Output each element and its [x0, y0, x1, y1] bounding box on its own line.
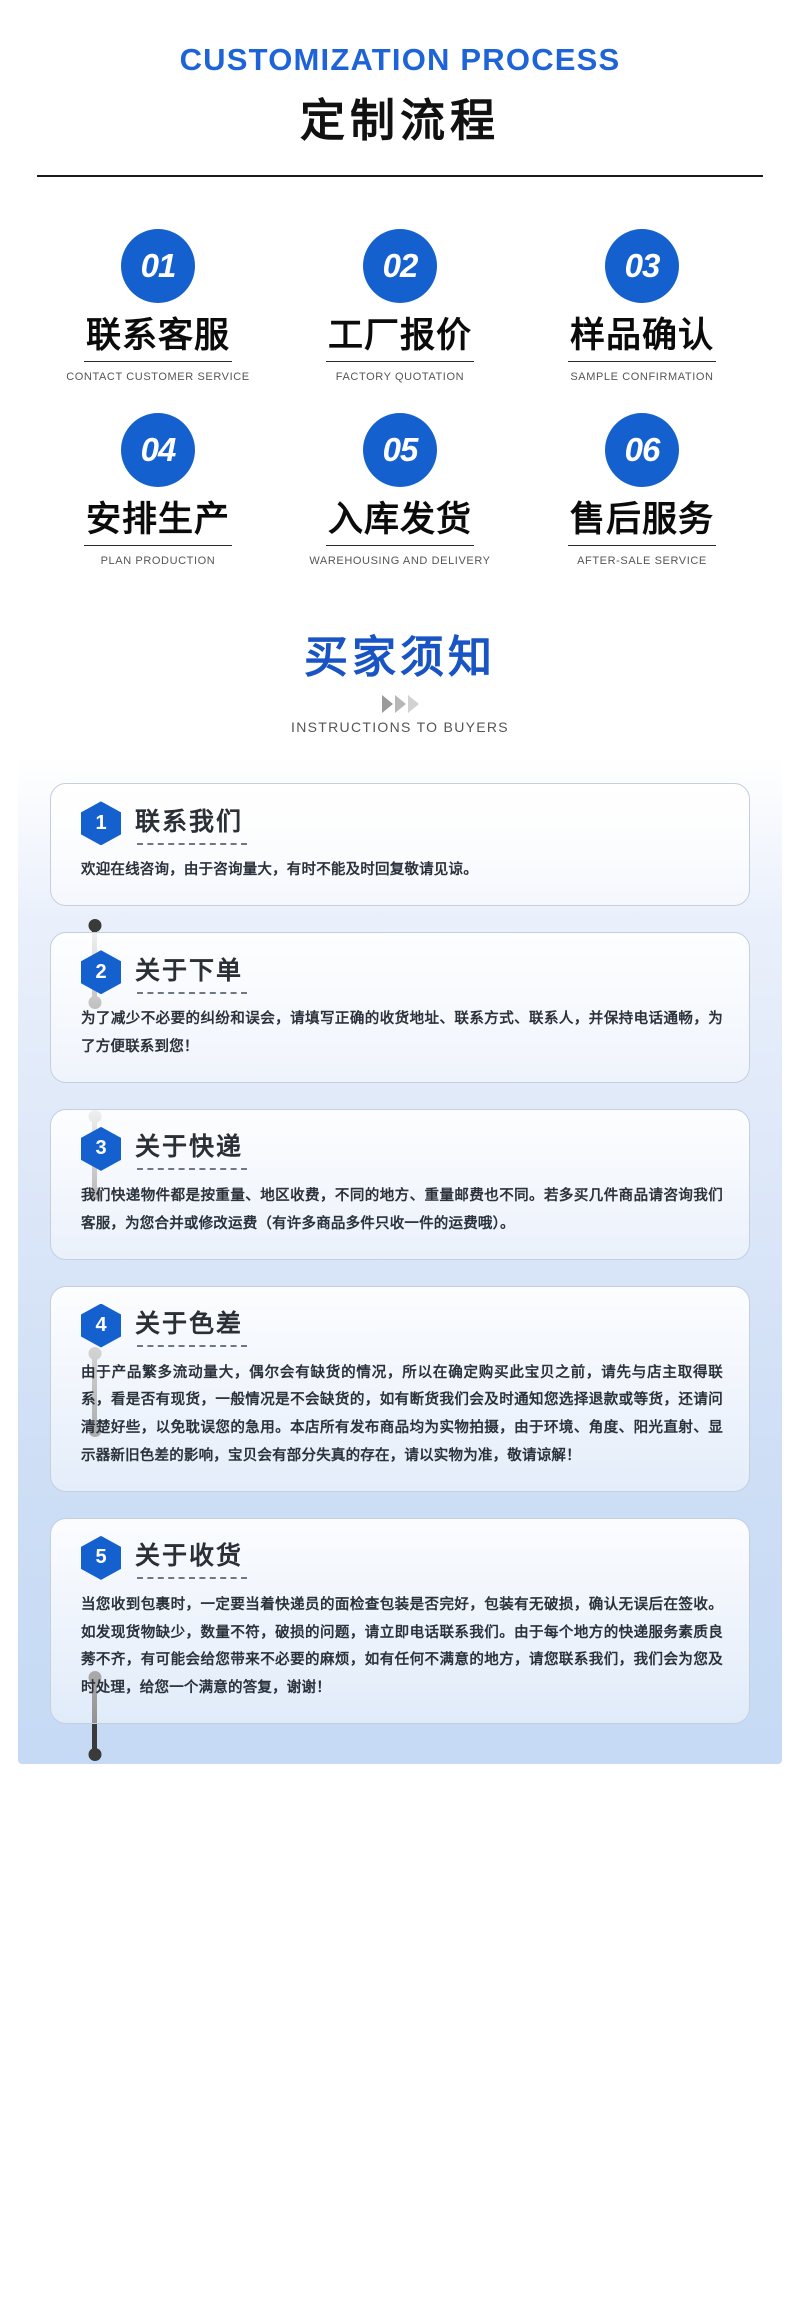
card-title: 关于收货 [135, 1536, 248, 1580]
hexagon-number-icon: 5 [81, 1535, 121, 1580]
step-number-badge: 03 [604, 229, 679, 303]
step-title-cn: 联系客服 [83, 316, 232, 363]
instruction-card-list: 1 联系我们 欢迎在线咨询，由于咨询量大，有时不能及时回复敬请见谅。 2 关于下… [50, 783, 750, 1762]
step-title-en: AFTER-SALE SERVICE [577, 555, 707, 568]
step-title-en: PLAN PRODUCTION [100, 555, 216, 568]
process-step: 03 样品确认 SAMPLE CONFIRMATION [521, 207, 763, 383]
chevron-right-triple-icon [0, 695, 800, 714]
hexagon-number-icon: 1 [81, 801, 121, 846]
step-title-cn: 安排生产 [83, 501, 232, 547]
process-steps-grid: 01 联系客服 CONTACT CUSTOMER SERVICE 02 工厂报价… [37, 177, 763, 575]
instruction-card: 5 关于收货 当您收到包裹时，一定要当着快递员的面检查包装是否完好，包装有无破损… [50, 1517, 750, 1725]
buyers-section-header: 买家须知 INSTRUCTIONS TO BUYERS [0, 621, 800, 735]
card-body-text: 我们快递物件都是按重量、地区收费，不同的地方、重量邮费也不同。若多买几件商品请咨… [81, 1187, 723, 1232]
header-english-title: CUSTOMIZATION PROCESS [179, 42, 621, 77]
buyers-title-cn: 买家须知 [304, 632, 496, 684]
hexagon-badge-wrap: 2 [81, 950, 121, 995]
header-chinese-title: 定制流程 [299, 94, 500, 147]
step-number-badge: 05 [362, 413, 437, 488]
step-title-en: CONTACT CUSTOMER SERVICE [66, 371, 250, 384]
step-title-en: WAREHOUSING AND DELIVERY [309, 555, 491, 568]
step-title-cn: 入库发货 [325, 501, 474, 547]
instruction-card: 1 联系我们 欢迎在线咨询，由于咨询量大，有时不能及时回复敬请见谅。 [50, 783, 750, 907]
instructions-panel: 1 联系我们 欢迎在线咨询，由于咨询量大，有时不能及时回复敬请见谅。 2 关于下… [18, 757, 782, 1765]
card-title: 关于下单 [135, 951, 248, 994]
card-body-text: 由于产品繁多流动量大，偶尔会有缺货的情况，所以在确定购买此宝贝之前，请先与店主取… [81, 1364, 723, 1464]
step-number-badge: 06 [604, 413, 679, 488]
hexagon-number-icon: 2 [81, 950, 121, 995]
process-step: 01 联系客服 CONTACT CUSTOMER SERVICE [37, 207, 279, 383]
process-step: 04 安排生产 PLAN PRODUCTION [37, 391, 279, 567]
card-header: 4 关于色差 [81, 1303, 723, 1348]
card-header: 1 联系我们 [81, 801, 723, 846]
buyers-title-en: INSTRUCTIONS TO BUYERS [291, 719, 509, 736]
step-title-cn: 售后服务 [567, 501, 716, 547]
hexagon-badge-wrap: 5 [81, 1535, 121, 1580]
hexagon-badge-wrap: 4 [81, 1303, 121, 1348]
step-title-cn: 样品确认 [567, 316, 716, 363]
instruction-card: 3 关于快递 我们快递物件都是按重量、地区收费，不同的地方、重量邮费也不同。若多… [50, 1108, 750, 1260]
hexagon-badge-wrap: 3 [81, 1126, 121, 1171]
hexagon-badge-wrap: 1 [81, 801, 121, 846]
step-title-cn: 工厂报价 [325, 316, 474, 363]
header-divider [37, 175, 763, 177]
card-title: 关于色差 [135, 1304, 248, 1348]
process-step: 02 工厂报价 FACTORY QUOTATION [279, 207, 521, 383]
instruction-card: 4 关于色差 由于产品繁多流动量大，偶尔会有缺货的情况，所以在确定购买此宝贝之前… [50, 1285, 750, 1492]
step-number-badge: 04 [120, 413, 195, 488]
hexagon-number-icon: 4 [81, 1303, 121, 1348]
card-header: 2 关于下单 [81, 950, 723, 995]
card-title: 联系我们 [135, 802, 248, 845]
step-number-badge: 02 [362, 229, 437, 303]
card-header: 5 关于收货 [81, 1535, 723, 1580]
instruction-card: 2 关于下单 为了减少不必要的纠纷和误会，请填写正确的收货地址、联系方式、联系人… [50, 932, 750, 1083]
card-body-text: 当您收到包裹时，一定要当着快递员的面检查包装是否完好，包装有无破损，确认无误后在… [81, 1596, 723, 1697]
page-header: CUSTOMIZATION PROCESS 定制流程 [0, 0, 800, 149]
step-title-en: FACTORY QUOTATION [335, 371, 465, 384]
card-header: 3 关于快递 [81, 1126, 723, 1171]
process-step: 06 售后服务 AFTER-SALE SERVICE [521, 391, 763, 567]
connector-dot [88, 919, 101, 933]
connector-dot [88, 1748, 101, 1762]
card-title: 关于快递 [135, 1127, 248, 1171]
step-title-en: SAMPLE CONFIRMATION [570, 371, 714, 384]
card-body-text: 欢迎在线咨询，由于咨询量大，有时不能及时回复敬请见谅。 [81, 862, 478, 879]
hexagon-number-icon: 3 [81, 1126, 121, 1171]
process-step: 05 入库发货 WAREHOUSING AND DELIVERY [279, 391, 521, 567]
card-body-text: 为了减少不必要的纠纷和误会，请填写正确的收货地址、联系方式、联系人，并保持电话通… [81, 1011, 723, 1056]
step-number-badge: 01 [120, 229, 195, 303]
